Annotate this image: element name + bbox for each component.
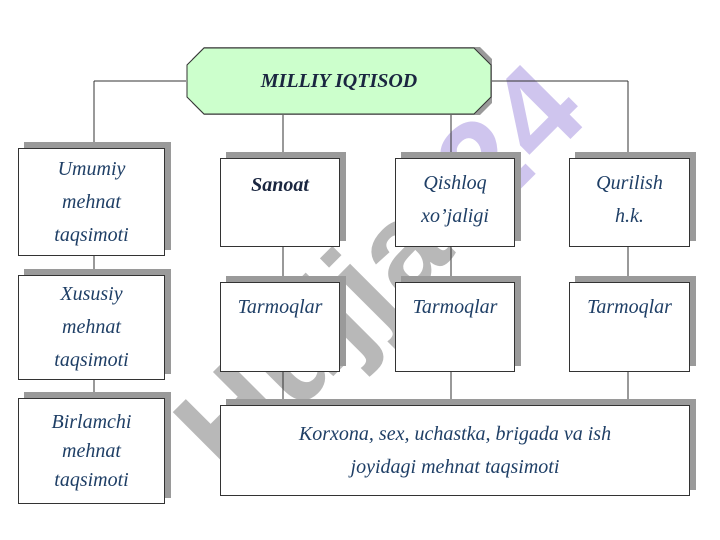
birlamchi-label: Birlamchi mehnat taqsimoti <box>51 410 132 491</box>
qishloq-label: Qishloq xo’jaligi <box>421 172 489 227</box>
umumiy-box: Umumiy mehnat taqsimoti <box>18 148 165 256</box>
title-label: MILLIY IQTISOD <box>260 69 418 92</box>
sanoat-label: Sanoat <box>251 174 309 196</box>
title-octagon <box>186 47 492 115</box>
qishloq-box: Qishloq xo’jaligi <box>395 158 515 247</box>
xususiy-label: Xususiy mehnat taqsimoti <box>54 283 129 371</box>
qurilish-box: Qurilish h.k. <box>569 158 690 247</box>
korxona-box: Korxona, sex, uchastka, brigada va ish j… <box>220 405 690 496</box>
xususiy-box: Xususiy mehnat taqsimoti <box>18 275 165 380</box>
title-node: MILLIY IQTISOD <box>186 47 492 115</box>
sanoat-tarmoqlar-label: Tarmoqlar <box>237 296 323 318</box>
sanoat-box: Sanoat <box>220 158 340 247</box>
qurilish-tarmoqlar-box: Tarmoqlar <box>569 282 690 372</box>
korxona-label: Korxona, sex, uchastka, brigada va ish j… <box>298 422 612 478</box>
umumiy-label: Umumiy mehnat taqsimoti <box>54 157 129 246</box>
qishloq-tarmoqlar-box: Tarmoqlar <box>395 282 515 372</box>
qishloq-tarmoqlar-label: Tarmoqlar <box>412 296 498 318</box>
qurilish-tarmoqlar-label: Tarmoqlar <box>587 296 672 318</box>
birlamchi-box: Birlamchi mehnat taqsimoti <box>18 398 165 504</box>
sanoat-tarmoqlar-box: Tarmoqlar <box>220 282 340 372</box>
qurilish-label: Qurilish h.k. <box>596 172 663 227</box>
